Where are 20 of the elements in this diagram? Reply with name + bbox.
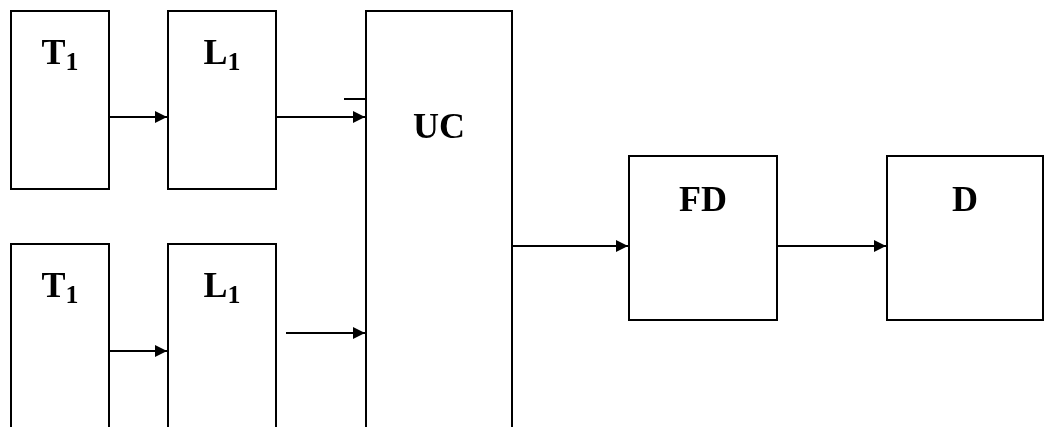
block-box (167, 10, 277, 190)
block-label: T$_{1}$ (41, 267, 79, 303)
block-label: UC (413, 108, 465, 144)
block-box (167, 243, 277, 427)
block-box (10, 10, 110, 190)
block-label: T$_{1}$ (41, 34, 79, 70)
arrow (512, 240, 629, 252)
block-label: D (952, 181, 978, 217)
arrow (276, 111, 366, 123)
block-label: L$_{1}$ (203, 34, 241, 70)
arrow (777, 240, 887, 252)
block-label: FD (679, 181, 727, 217)
block-label: L$_{1}$ (203, 267, 241, 303)
arrow (109, 345, 168, 357)
block-box (628, 155, 778, 321)
block-box (365, 10, 513, 427)
arrow (109, 111, 168, 123)
block-box (10, 243, 110, 427)
arrow (285, 327, 366, 339)
block-box (886, 155, 1044, 321)
